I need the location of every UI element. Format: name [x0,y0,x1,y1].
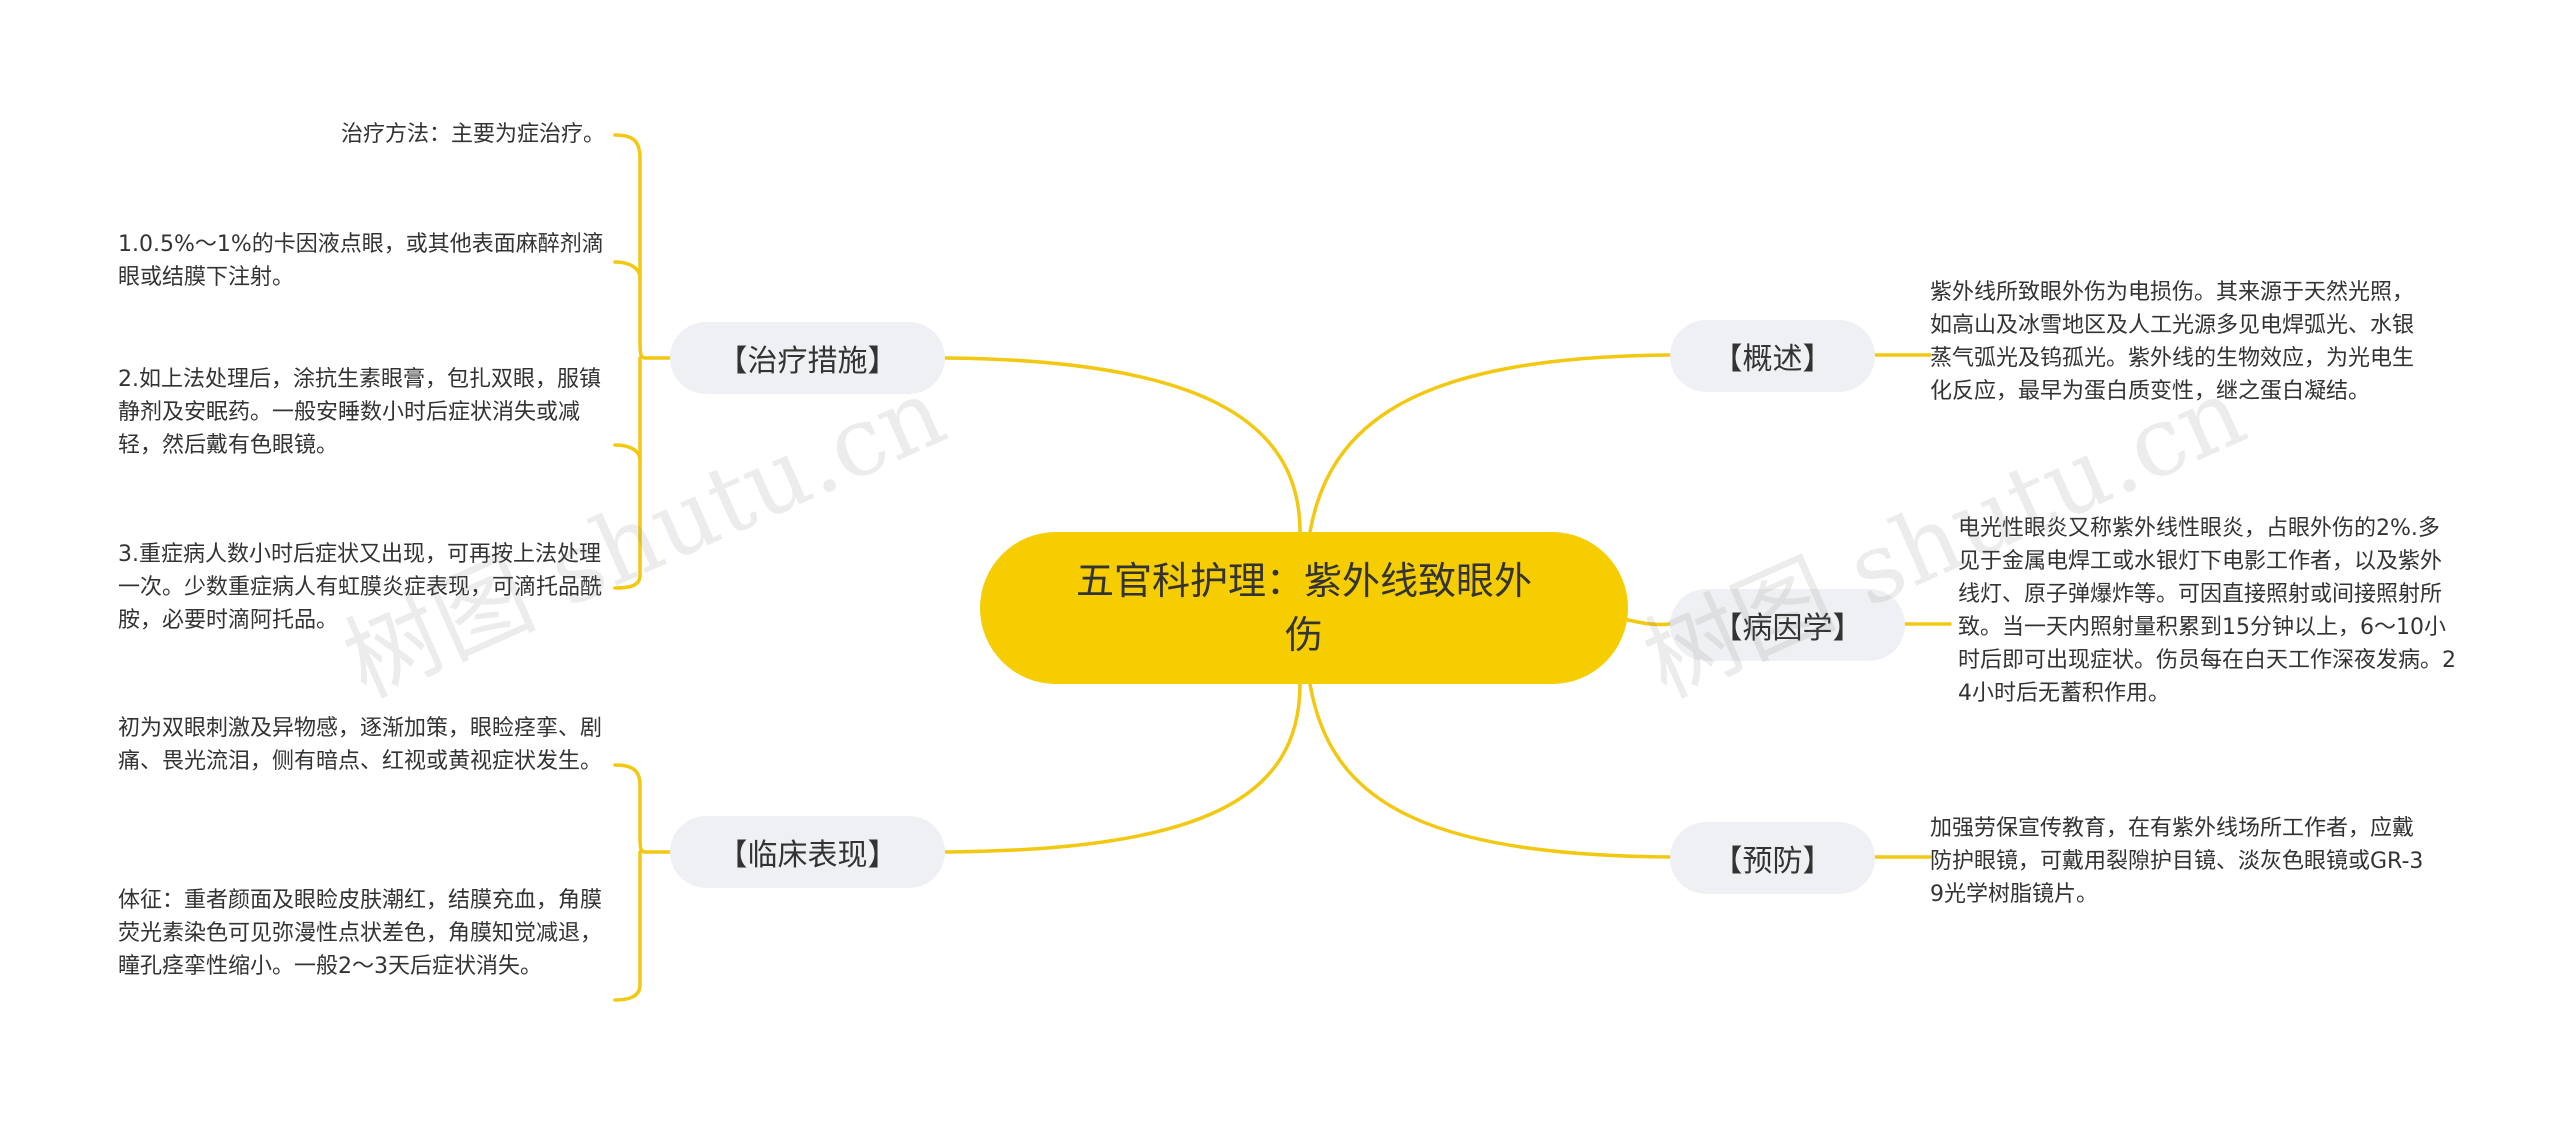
bracket-clinical [613,763,672,1002]
connector-root-prevention [1308,682,1672,859]
leaf-etiology-1[interactable]: 电光性眼炎又称紫外线性眼炎，占眼外伤的2%.多见于金属电焊工或水银灯下电影工作者… [1958,516,2456,706]
leaf-clinical-1[interactable]: 初为双眼刺激及异物感，逐渐加策，眼睑痉挛、剧痛、畏光流泪，侧有暗点、红视或黄视症… [118,716,603,774]
branch-treatment[interactable]: 【治疗措施】 [670,322,945,394]
branch-overview-label: 【概述】 [1712,342,1833,377]
connector-root-treatment [943,356,1302,534]
leaf-treatment-2[interactable]: 1.0.5%～1%的卡因液点眼，或其他表面麻醉剂滴眼或结膜下注射。 [118,232,604,290]
leaf-treatment-1[interactable]: 治疗方法：主要为症治疗。 [340,122,605,147]
connector-root-clinical [943,682,1302,854]
root-title: 五官科护理：紫外线致眼外伤 [1075,559,1532,657]
branch-clinical[interactable]: 【临床表现】 [670,816,945,888]
branch-etiology-label: 【病因学】 [1712,611,1863,646]
branch-treatment-label: 【治疗措施】 [717,344,898,379]
connector-root-etiology [1626,618,1672,627]
leaf-clinical-2[interactable]: 体征：重者颜面及眼睑皮肤潮红，结膜充血，角膜荧光素染色可见弥漫性点状差色，角膜知… [118,888,603,979]
leaf-treatment-3[interactable]: 2.如上法处理后，涂抗生素眼膏，包扎双眼，服镇静剂及安眠药。一般安睡数小时后症状… [118,367,601,458]
branch-prevention[interactable]: 【预防】 [1670,822,1875,894]
root-topic[interactable]: 五官科护理：紫外线致眼外伤 [980,532,1628,684]
bracket-treatment [613,133,672,590]
branch-clinical-label: 【临床表现】 [717,838,898,873]
branch-etiology[interactable]: 【病因学】 [1670,589,1905,661]
branch-prevention-label: 【预防】 [1712,844,1833,879]
leaf-overview-1[interactable]: 紫外线所致眼外伤为电损伤。其来源于天然光照，如高山及冰雪地区及人工光源多见电焊弧… [1930,280,2415,404]
leaf-treatment-4[interactable]: 3.重症病人数小时后症状又出现，可再按上法处理一次。少数重症病人有虹膜炎症表现，… [118,542,603,633]
connector-root-overview [1308,353,1672,534]
leaf-prevention-1[interactable]: 加强劳保宣传教育，在有紫外线场所工作者，应戴防护眼镜，可戴用裂隙护目镜、淡灰色眼… [1930,816,2424,907]
branch-overview[interactable]: 【概述】 [1670,320,1875,392]
